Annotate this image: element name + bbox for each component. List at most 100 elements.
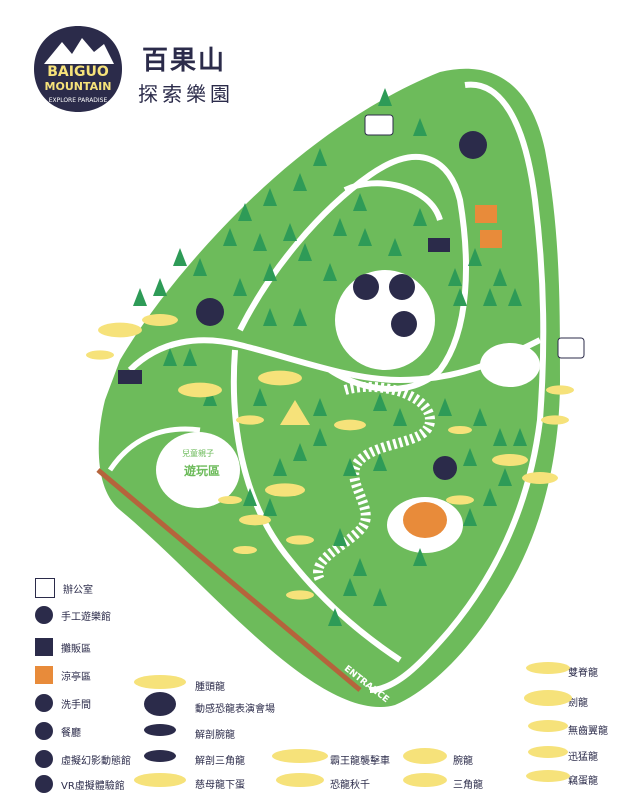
- vendor-marker-2[interactable]: [118, 370, 142, 384]
- dinosaur-4: [258, 370, 302, 386]
- legend-item-vendor: 攤販區: [35, 638, 91, 656]
- office-marker[interactable]: [364, 114, 394, 136]
- tree-26: [263, 263, 277, 281]
- dinosaur-1: [142, 314, 178, 326]
- legend-label: 涼亭區: [61, 671, 91, 683]
- hologram-hall-icon: [35, 750, 53, 768]
- restroom-marker[interactable]: [196, 298, 224, 326]
- tree-10: [153, 278, 167, 296]
- dinosaur-0: [98, 322, 142, 338]
- tree-51: [483, 488, 497, 506]
- facility-markers: [118, 114, 585, 480]
- hut: [280, 400, 310, 425]
- railway-track: [313, 381, 436, 583]
- legend-label: 虛擬幻影動態館: [61, 755, 131, 767]
- vendor-stall-icon: [35, 638, 53, 656]
- legend-item-craft: 手工遊樂館: [35, 606, 111, 624]
- tree-50: [463, 508, 477, 526]
- tree-32: [373, 393, 387, 411]
- hologram-marker-2[interactable]: [433, 456, 457, 480]
- restaurant-marker[interactable]: [459, 131, 487, 159]
- vendor-marker[interactable]: [428, 238, 450, 252]
- legend-item-office: 辦公室: [35, 578, 93, 598]
- upper-loop-path: [237, 154, 469, 392]
- dinosaur-14: [218, 496, 242, 504]
- legend-label: 手工遊樂館: [61, 611, 111, 623]
- pavilion-marker[interactable]: [475, 205, 497, 223]
- dinosaur-10: [541, 415, 569, 425]
- dinosaur-13: [239, 514, 271, 526]
- pavilion-icon: [35, 666, 53, 684]
- office-icon: [35, 578, 55, 598]
- dinosaur-9: [522, 472, 558, 484]
- dino-legend-anat-brachio: 解剖腕龍: [195, 730, 235, 741]
- logo-line2: MOUNTAIN: [45, 80, 112, 93]
- legend-label: VR虛擬體驗館: [61, 780, 125, 792]
- dino-legend-anat-trike: 解剖三角龍: [195, 756, 245, 767]
- vr-marker[interactable]: [389, 274, 415, 300]
- kids-path: [107, 426, 201, 472]
- tree-34: [438, 398, 452, 416]
- dino-legend-maiasaura: 慈母龍下蛋: [195, 780, 245, 791]
- tree-45: [333, 528, 347, 546]
- tree-36: [493, 428, 507, 446]
- legend-label: 餐廳: [61, 727, 81, 739]
- tree-48: [328, 608, 342, 626]
- tree-21: [483, 288, 497, 306]
- tree-39: [343, 458, 357, 476]
- tree-2: [313, 148, 327, 166]
- arena-stage: [403, 502, 447, 538]
- tree-28: [183, 348, 197, 366]
- legend-item-hologram: 虛擬幻影動態館: [35, 750, 131, 768]
- kids-area-label-1: 兒童親子: [182, 449, 214, 458]
- tree-1: [413, 118, 427, 136]
- tree-24: [233, 278, 247, 296]
- craft-marker[interactable]: [391, 311, 417, 337]
- kids-area: [156, 432, 240, 508]
- dinosaur-12: [265, 483, 305, 497]
- tree-27: [163, 348, 177, 366]
- tree-31: [313, 398, 327, 416]
- pavilion-marker-2[interactable]: [480, 230, 502, 248]
- dino-legend-oviraptor: 竊蛋龍: [568, 776, 598, 787]
- dino-legend-trike: 三角龍: [453, 780, 483, 791]
- hologram-marker[interactable]: [353, 274, 379, 300]
- tree-41: [293, 443, 307, 461]
- dino-legend-raptor: 迅猛龍: [568, 752, 598, 763]
- dino-legend-pteranodon: 無齒翼龍: [568, 726, 608, 737]
- tree-56: [293, 308, 307, 326]
- rail-line: [96, 468, 362, 692]
- tree-6: [223, 228, 237, 246]
- tree-13: [333, 218, 347, 236]
- tree-17: [413, 208, 427, 226]
- tree-11: [133, 288, 147, 306]
- west-path: [127, 337, 542, 384]
- dino-legend-pachy: 腫頭龍: [195, 682, 225, 693]
- tree-42: [273, 458, 287, 476]
- tree-8: [173, 248, 187, 266]
- legend-item-pavilion: 涼亭區: [35, 666, 91, 684]
- dino-legend-stego: 劍龍: [568, 698, 588, 709]
- logo-line1: BAIGUO: [47, 64, 109, 80]
- park-subtitle: 探索樂園: [138, 82, 234, 106]
- dino-legend-swing: 恐龍秋千: [330, 780, 370, 791]
- east-clearing: [480, 343, 540, 387]
- legend-item-restaurant: 餐廳: [35, 722, 81, 740]
- tree-22: [448, 268, 462, 286]
- tree-35: [473, 408, 487, 426]
- tree-54: [413, 548, 427, 566]
- tree-30: [253, 388, 267, 406]
- tree-47: [343, 578, 357, 596]
- dinosaur-6: [334, 419, 366, 431]
- tree-57: [263, 308, 277, 326]
- vr-hall-icon: [35, 775, 53, 793]
- craft-hall-icon: [35, 606, 53, 624]
- dino-group: [86, 314, 574, 600]
- tree-53: [513, 428, 527, 446]
- tree-46: [353, 558, 367, 576]
- office-marker-2[interactable]: [557, 337, 585, 359]
- tree-5: [238, 203, 252, 221]
- tree-38: [373, 453, 387, 471]
- dinosaur-11: [546, 385, 574, 395]
